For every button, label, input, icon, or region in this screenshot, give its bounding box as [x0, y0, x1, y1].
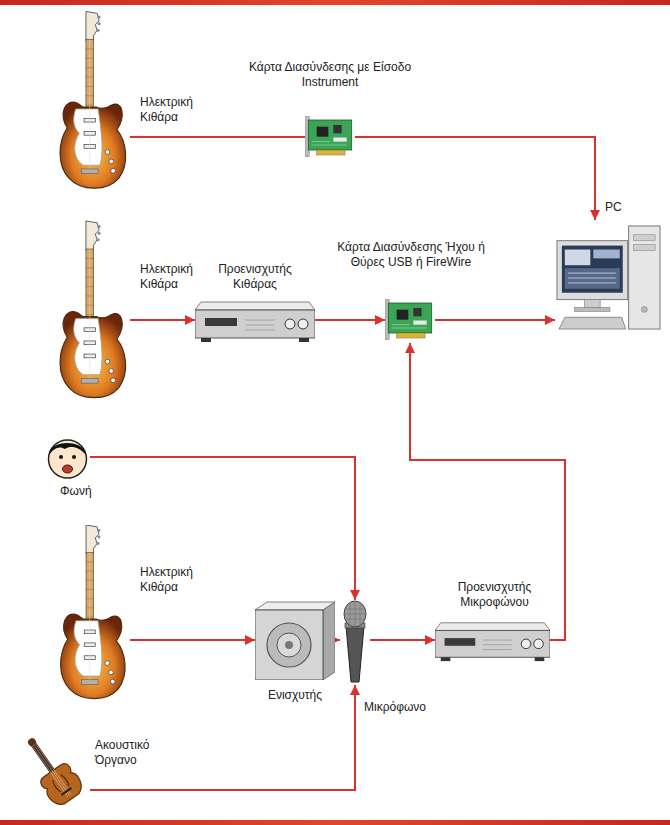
- amplifier-icon: Ενισχυτής: [255, 600, 335, 680]
- guitar-icon-drawing: [55, 8, 130, 193]
- guitar-icon: Ηλεκτρική Κιθάρα: [55, 525, 130, 700]
- guitar-icon: Ηλεκτρική Κιθάρα: [55, 8, 130, 193]
- signal-arrow: [355, 137, 595, 220]
- node-label: Ακουστικό Όργανο: [95, 738, 175, 768]
- guitar-icon-drawing: [55, 220, 130, 400]
- node-label: Κάρτα Διασύνδεσης με Είσοδο Instrument: [245, 60, 415, 90]
- signal-arrow: [130, 639, 255, 641]
- node-label: Ενισχυτής: [250, 688, 340, 703]
- preamp-box-drawing: [435, 618, 550, 663]
- signal-arrow: [130, 319, 195, 321]
- node-label: Μικρόφωνο: [364, 700, 454, 715]
- node-label: Φωνή: [60, 484, 120, 499]
- node-label: Ηλεκτρική Κιθάρα: [140, 95, 220, 125]
- pc-icon-drawing: [555, 220, 663, 335]
- signal-arrow: [90, 457, 355, 600]
- node-label: Κάρτα Διασύνδεσης Ήχου ή Θύρες USB ή Fir…: [322, 240, 500, 270]
- signal-arrow: [130, 136, 305, 138]
- node-label: Ηλεκτρική Κιθάρα: [140, 565, 220, 595]
- interface-card: Κάρτα Διασύνδεσης Ήχου ή Θύρες USB ή Fir…: [385, 298, 435, 343]
- signal-arrow: [335, 639, 340, 641]
- interface-card-drawing: [385, 298, 435, 343]
- signal-arrow: [370, 639, 435, 641]
- voice-icon-drawing: [45, 435, 90, 480]
- top-bar: [0, 0, 670, 5]
- microphone-icon: Μικρόφωνο: [340, 600, 370, 685]
- preamp-box: Προενισχυτής Κιθάρας: [195, 298, 315, 343]
- node-label: PC: [605, 200, 655, 215]
- interface-card-drawing: [305, 115, 355, 160]
- interface-card: Κάρτα Διασύνδεσης με Είσοδο Instrument: [305, 115, 355, 160]
- preamp-box: Προενισχυτής Μικροφώνου: [435, 618, 550, 663]
- guitar-icon-drawing: [55, 525, 130, 700]
- instrument-icon-drawing: [20, 730, 90, 815]
- guitar-icon: Ηλεκτρική Κιθάρα: [55, 220, 130, 400]
- bottom-bar: [0, 820, 670, 825]
- pc-icon: PC: [555, 220, 663, 335]
- preamp-box-drawing: [195, 298, 315, 343]
- node-label: Προενισχυτής Κιθάρας: [195, 262, 315, 292]
- microphone-icon-drawing: [340, 600, 370, 685]
- node-label: Προενισχυτής Μικροφώνου: [432, 580, 557, 610]
- signal-arrow: [410, 343, 565, 640]
- signal-arrow: [90, 685, 355, 790]
- signal-arrow: [315, 319, 385, 321]
- instrument-icon: Ακουστικό Όργανο: [20, 730, 90, 815]
- node-label: Ηλεκτρική Κιθάρα: [140, 262, 220, 292]
- voice-icon: Φωνή: [45, 435, 90, 480]
- amplifier-icon-drawing: [255, 600, 335, 680]
- signal-arrow: [435, 319, 555, 321]
